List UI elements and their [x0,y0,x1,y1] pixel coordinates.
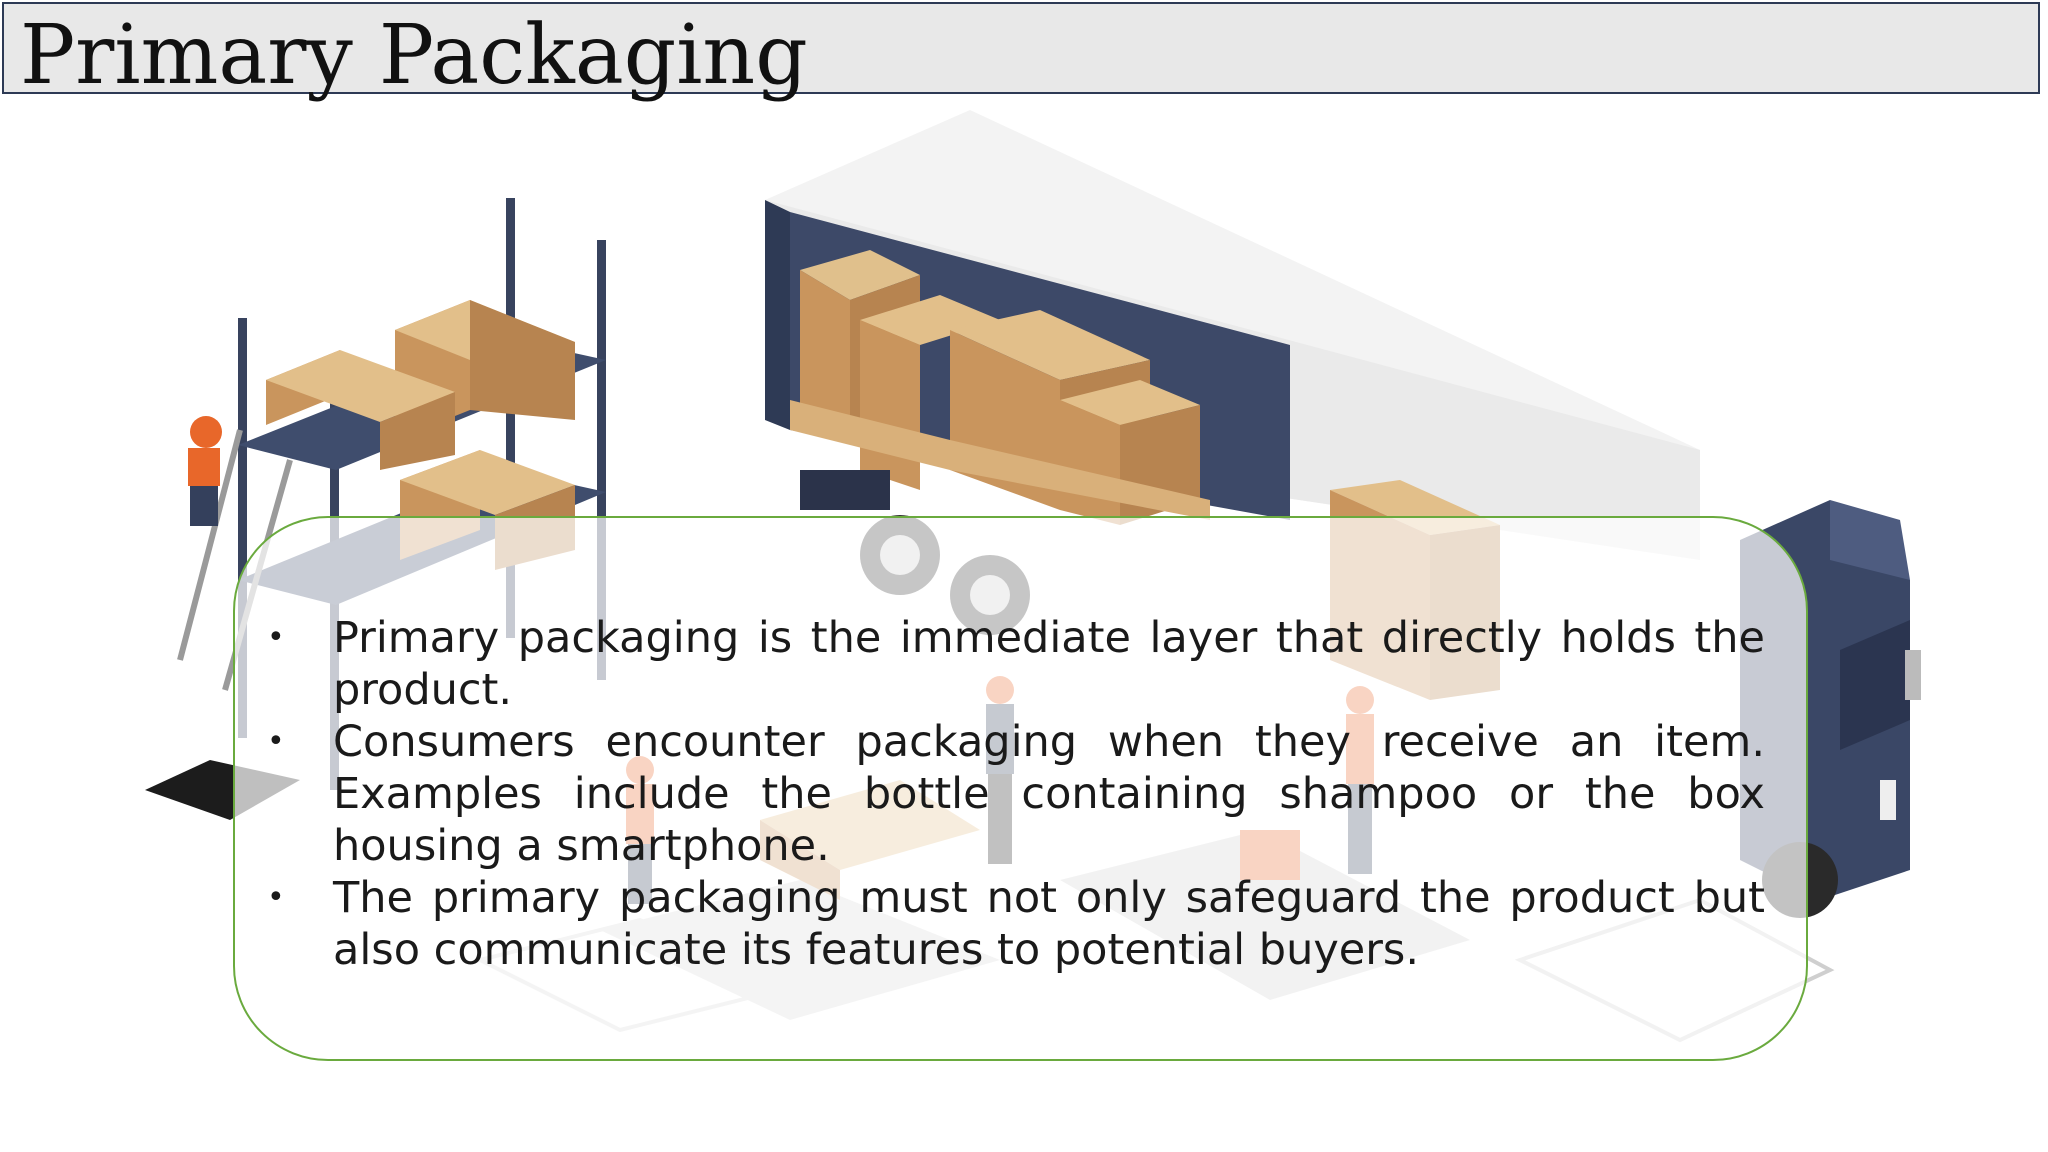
bullet-item: • Consumers encounter packaging when they… [267,716,1765,872]
bullet-text: Consumers encounter packaging when they … [333,717,1765,871]
slide-title: Primary Packaging [20,8,808,103]
bullet-item: • The primary packaging must not only saf… [267,872,1765,976]
bullet-icon: • [267,724,285,759]
bullet-list: • Primary packaging is the immediate laye… [267,612,1765,976]
bullet-icon: • [267,880,285,915]
bullet-icon: • [267,620,285,655]
bullet-item: • Primary packaging is the immediate laye… [267,612,1765,716]
content-textbox: • Primary packaging is the immediate laye… [233,516,1808,1061]
bullet-text: Primary packaging is the immediate layer… [333,613,1765,715]
title-bar: Primary Packaging [2,2,2040,103]
bullet-text: The primary packaging must not only safe… [333,873,1765,975]
shelf-rack [238,198,606,790]
